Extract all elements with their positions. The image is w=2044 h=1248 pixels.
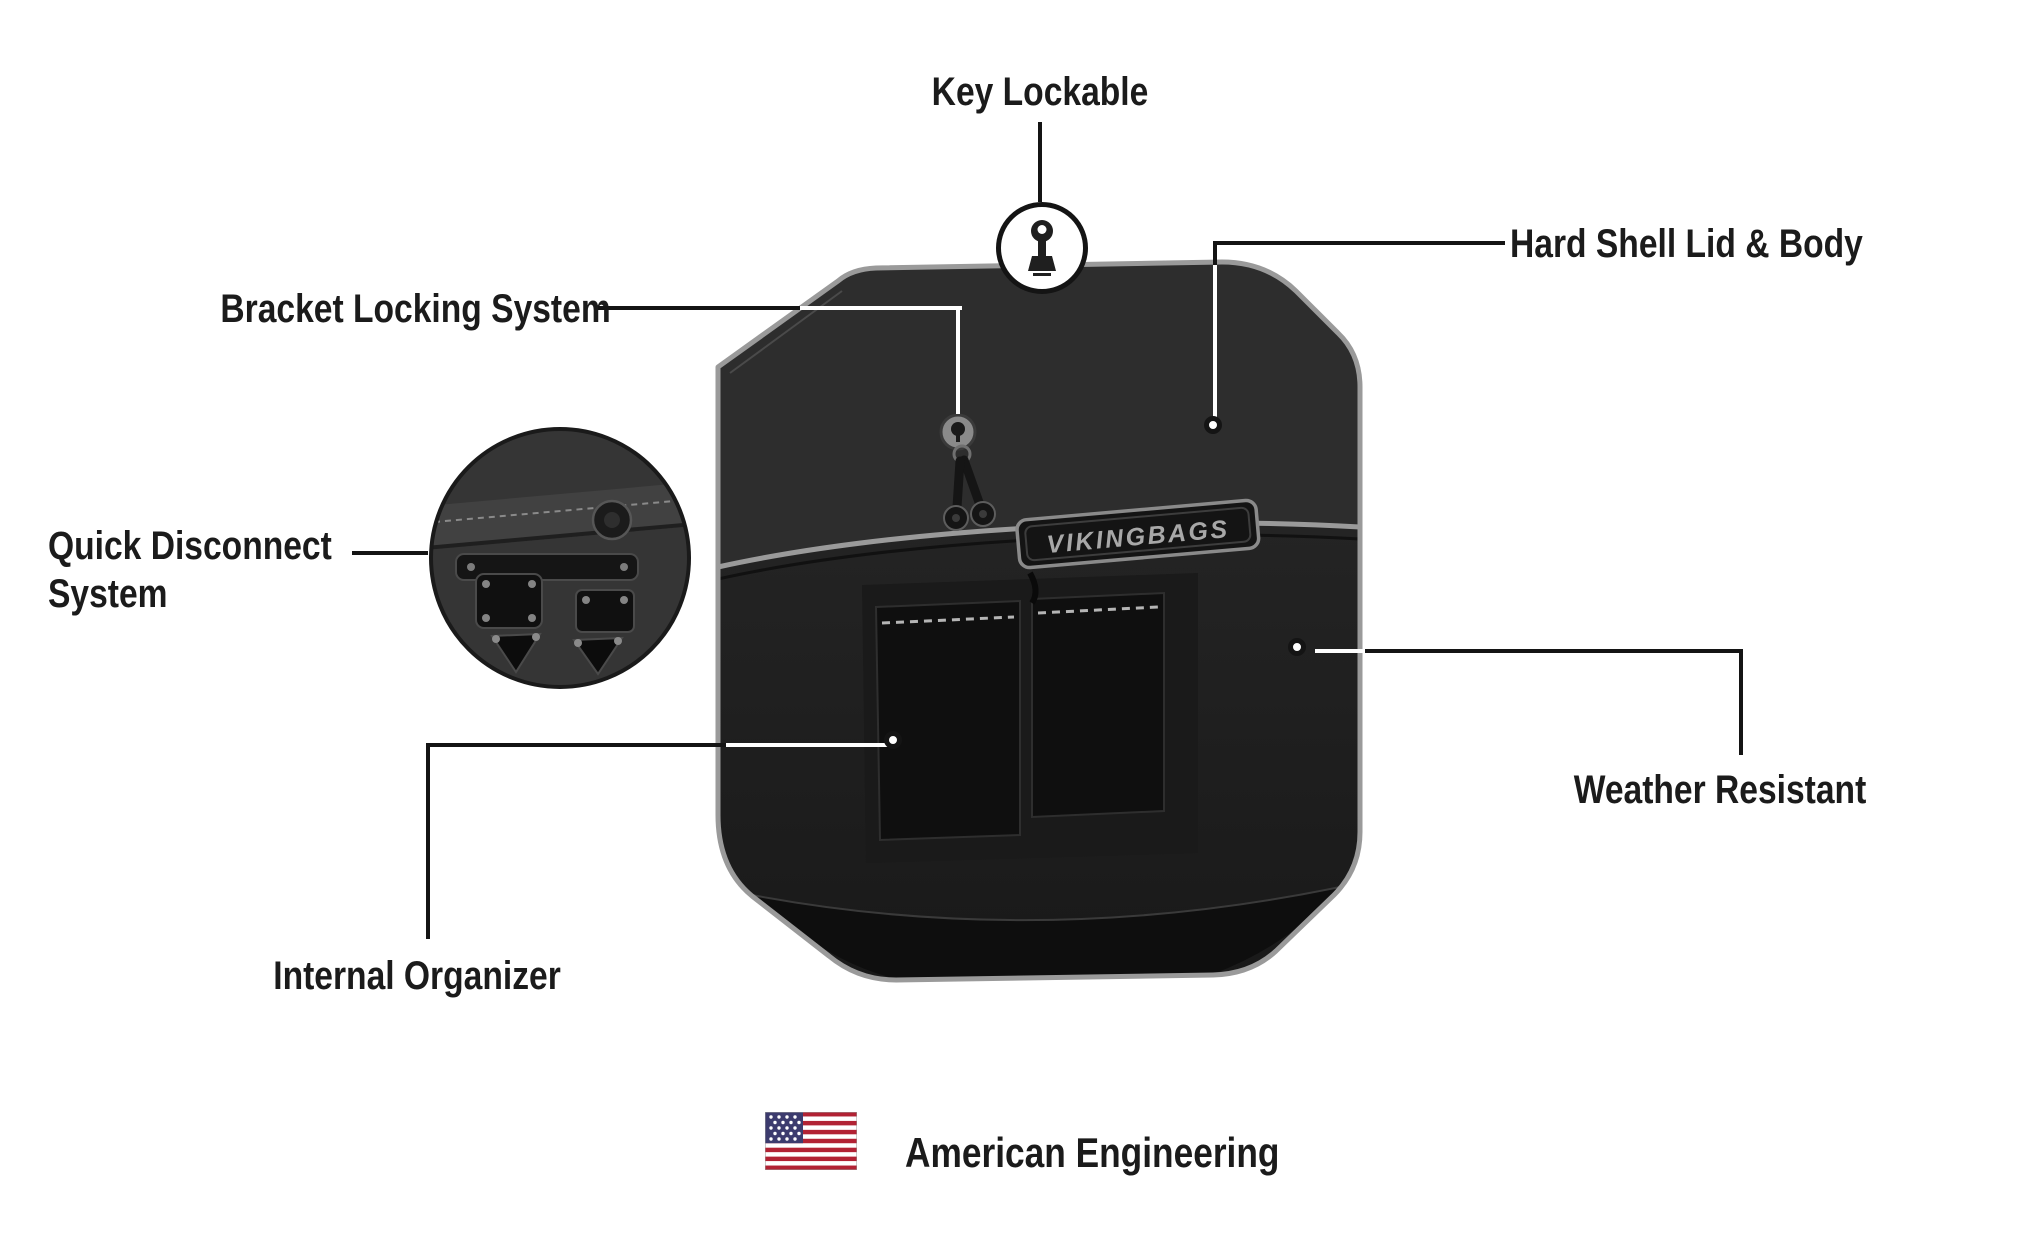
leader-hardshell-vertical-light	[1213, 265, 1217, 417]
leader-internal-horizontal	[426, 743, 728, 747]
leader-quickdisconnect-horizontal	[352, 551, 428, 555]
leader-key-vertical	[1038, 122, 1042, 202]
callout-label-key-lockable: Key Lockable	[931, 70, 1149, 114]
leader-weather-vertical	[1739, 649, 1743, 755]
leader-internal-vertical	[426, 743, 430, 939]
leader-weather-light	[1315, 649, 1365, 653]
leader-bracket-horizontal-light	[800, 306, 962, 310]
marker-weather-resistant	[1288, 638, 1306, 656]
organizer-pocket-right	[1031, 591, 1165, 819]
brand-plate: VIKINGBAGS	[1015, 498, 1261, 570]
bevel-inner-line	[729, 290, 843, 374]
bag-bottom	[752, 887, 1340, 979]
bag-bottom-seam	[751, 886, 1341, 922]
saddlebag-illustration: VIKINGBAGS	[715, 259, 1363, 983]
leader-hardshell-vertical-dark	[1213, 241, 1217, 267]
leader-bracket-vertical-light	[956, 306, 960, 414]
bag-outline	[715, 259, 1363, 983]
quick-disconnect-inset	[429, 427, 691, 689]
keyhole-icon	[939, 413, 977, 451]
callout-label-quick-disconnect: Quick Disconnect System	[48, 524, 332, 616]
leader-bracket-horizontal-dark	[598, 306, 802, 310]
callout-label-bracket-locking: Bracket Locking System	[220, 287, 611, 331]
organizer-pocket-left	[874, 599, 1021, 842]
callout-label-weather-resistant: Weather Resistant	[1573, 768, 1867, 812]
key-icon	[1028, 220, 1056, 276]
marker-internal-organizer	[884, 731, 902, 749]
marker-hard-shell	[1204, 416, 1222, 434]
organizer-loop	[1027, 571, 1039, 605]
inset-ring	[429, 427, 691, 689]
leader-internal-light	[726, 743, 888, 747]
leader-weather-horizontal	[1363, 649, 1743, 653]
inset-detail	[431, 482, 689, 676]
callout-label-internal-organizer: Internal Organizer	[273, 954, 561, 998]
us-flag-icon	[765, 1112, 857, 1170]
key-lockable-badge	[996, 202, 1088, 294]
callout-label-hard-shell: Hard Shell Lid & Body	[1510, 222, 1863, 266]
keys-icon	[943, 444, 996, 531]
bag-lid	[718, 262, 1360, 565]
footer-text: American Engineering	[905, 1129, 1280, 1176]
leader-hardshell-horizontal	[1213, 241, 1505, 245]
